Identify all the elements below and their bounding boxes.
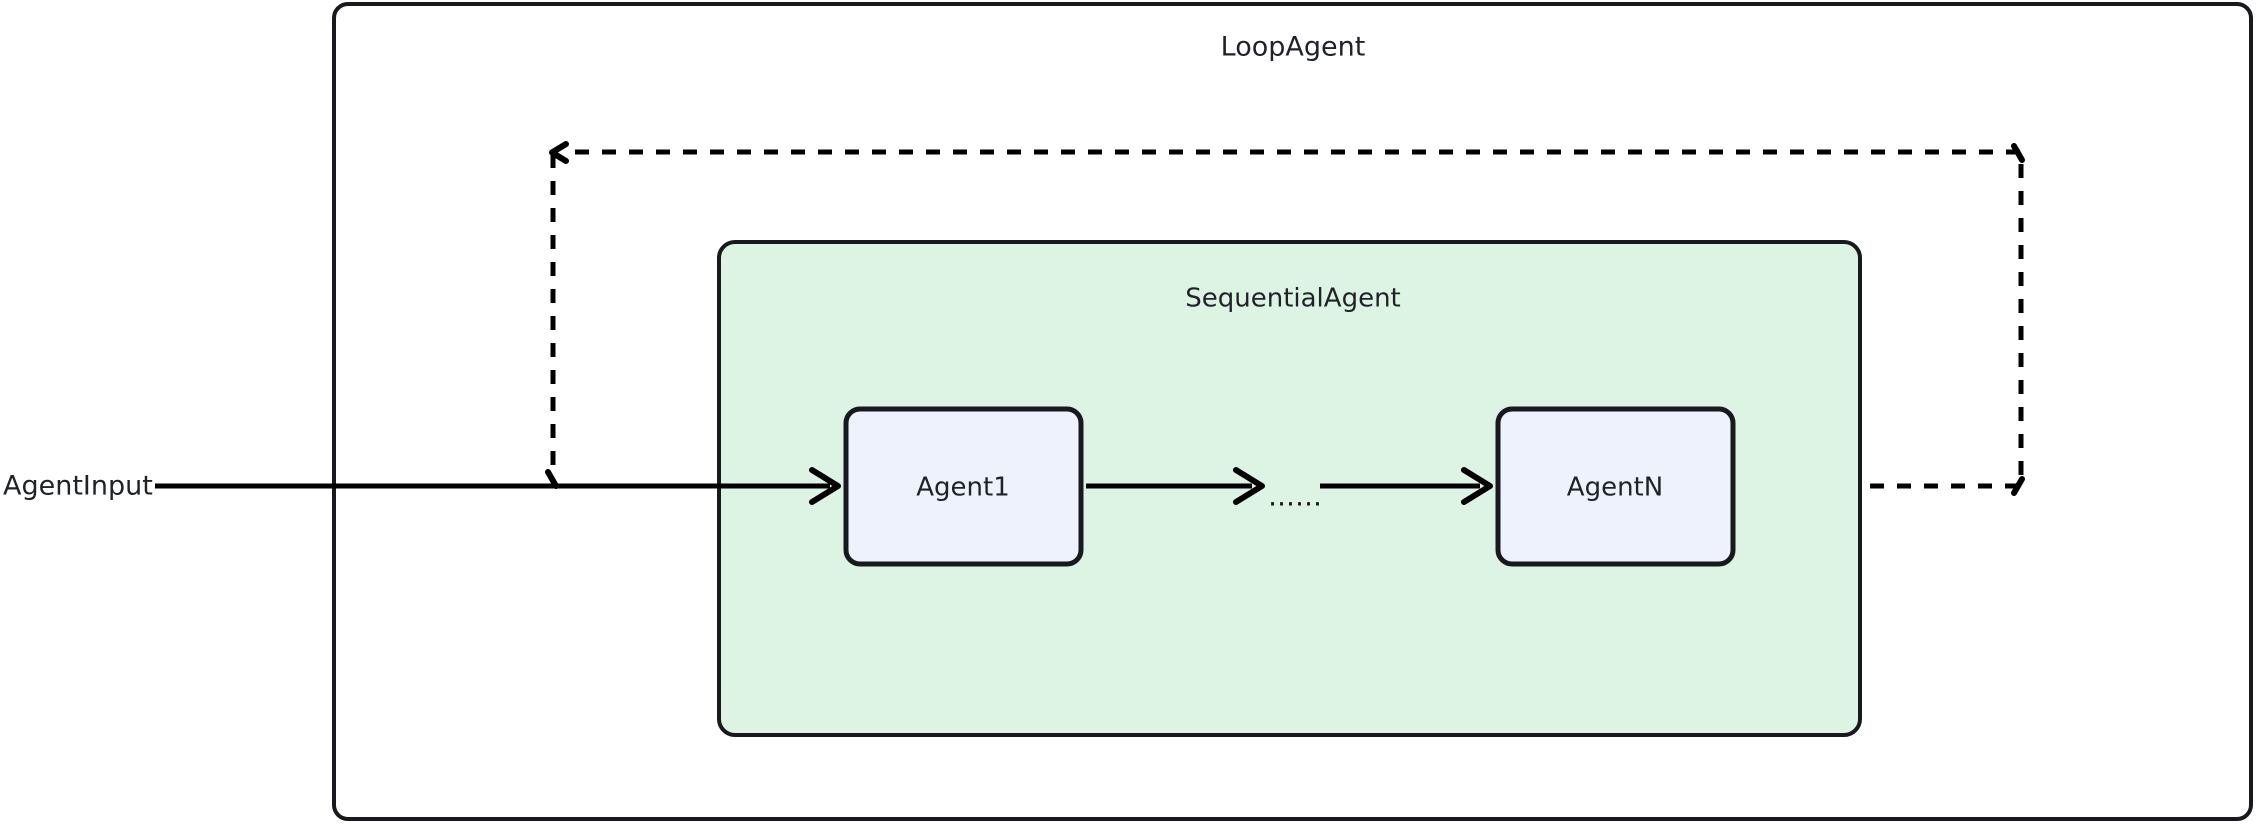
agent-input-label: AgentInput <box>3 471 153 502</box>
ellipsis-label: …… <box>1268 482 1322 513</box>
loop-back-corner-arrowhead-icon <box>2011 476 2025 496</box>
agentN-node[interactable] <box>1495 406 1736 567</box>
agent-input-arrowhead-icon <box>809 467 841 505</box>
loop-agent-title: LoopAgent <box>1221 32 1366 63</box>
loop-back-edge[interactable] <box>566 149 2024 489</box>
agentN-label: AgentN <box>1567 473 1663 503</box>
agent1-label: Agent1 <box>916 473 1010 503</box>
agent1-to-ellipsis-arrowhead-icon <box>1233 467 1265 505</box>
sequential-agent-title: SequentialAgent <box>1185 284 1401 314</box>
loop-back-topright-arrowhead-icon <box>2011 143 2025 163</box>
ellipsis-to-agentN-arrowhead-icon <box>1461 467 1493 505</box>
agent1-node[interactable] <box>843 406 1084 567</box>
loop-back-arrowhead-icon <box>549 141 569 164</box>
